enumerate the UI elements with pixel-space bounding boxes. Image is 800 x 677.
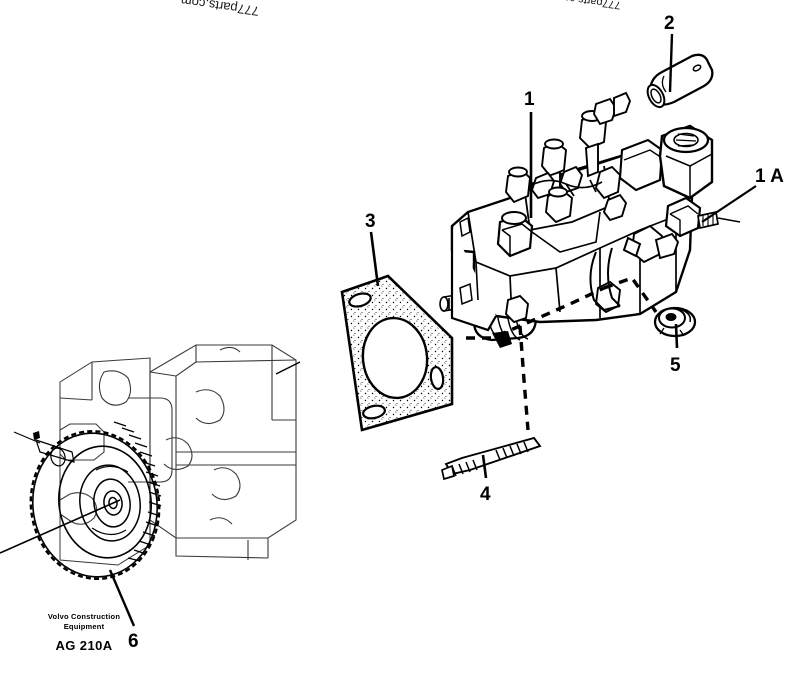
leader-lines xyxy=(0,33,757,627)
sleeve-bushing xyxy=(646,53,714,109)
leader-6 xyxy=(108,569,136,627)
pump-injector-fittings xyxy=(505,91,632,224)
leader-1a xyxy=(701,185,757,223)
diagram-code: AG 210A xyxy=(55,638,113,654)
callout-1a: 1 A xyxy=(755,166,784,187)
pump-linkage xyxy=(529,179,603,197)
pump-side-block xyxy=(618,138,664,192)
gasket xyxy=(340,274,454,432)
callout-3: 3 xyxy=(365,211,376,232)
callout-4: 4 xyxy=(480,484,491,505)
callout-6: 6 xyxy=(128,631,139,652)
callout-1: 1 xyxy=(524,89,535,110)
brand-company-line-1: Volvo Construction xyxy=(47,612,121,621)
leader-2 xyxy=(668,33,674,93)
pump-lower-fittings xyxy=(504,224,680,324)
leader-4 xyxy=(481,454,488,479)
leader-5 xyxy=(674,323,679,349)
callout-2: 2 xyxy=(664,13,675,34)
brand-block: Volvo Construction Equipment AG 210A xyxy=(18,612,150,653)
housing-edge-tick xyxy=(275,361,301,375)
gear-mount-arm xyxy=(13,431,75,467)
threaded-stud xyxy=(441,436,542,481)
gear-teeth-ring xyxy=(29,429,161,581)
gear-hatching xyxy=(113,421,162,562)
leader-gear-axis xyxy=(0,499,121,554)
engine-housing xyxy=(59,344,297,566)
pump-flange-nut-left xyxy=(496,211,534,258)
pump-body xyxy=(450,91,741,332)
callout-5: 5 xyxy=(670,355,681,376)
leader-3 xyxy=(369,231,380,287)
gear-inner-hub xyxy=(79,464,141,542)
assembly-dash-line xyxy=(466,275,658,431)
gear-keyway xyxy=(91,465,129,536)
pump-governor-housing xyxy=(658,124,714,200)
drive-gear xyxy=(13,421,162,581)
gear-teeth xyxy=(33,431,40,440)
brand-company-line-2: Equipment xyxy=(63,622,105,632)
flange-nut xyxy=(653,306,697,338)
pump-fitting xyxy=(664,196,741,238)
pump-bracket xyxy=(589,236,642,311)
